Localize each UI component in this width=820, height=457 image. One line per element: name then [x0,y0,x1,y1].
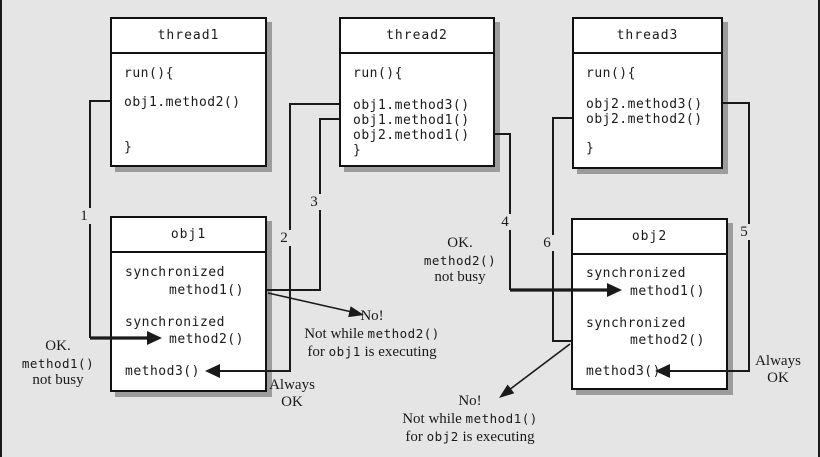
call-label-3: 3 [307,194,321,210]
annotation-line: not busy [32,372,84,388]
obj1-box: obj1 synchronized method1() synchronized… [110,216,267,392]
obj1-method1-modifier: synchronized [125,265,225,280]
annotation-line: OK. [45,338,71,354]
call-1-line [89,100,110,338]
obj2-method2-name: method2() [630,333,705,348]
obj2-box: obj2 synchronized method1() synchronized… [571,218,728,390]
thread3-run-line: run(){ [586,66,636,81]
annotation-line: OK. [447,235,473,251]
obj1-method2-name: method2() [169,332,244,347]
thread3-call-obj2-method3: obj2.method3() [586,97,703,112]
refusal-arrow-obj2-head [499,384,515,398]
thread3-box: thread3 run(){ obj2.method3() obj2.metho… [572,17,723,169]
thread3-call-obj2-method2: obj2.method2() [586,112,703,127]
obj2-title: obj2 [573,220,726,255]
thread2-call-obj2-method1: obj2.method1() [353,128,470,143]
refusal-arrow-obj1-head [348,306,364,318]
obj1-title: obj1 [112,218,265,253]
annotation-no-obj1: No! Not while method2() for obj1 is exec… [277,308,467,361]
annotation-always-ok-obj2: Always OK [747,353,809,387]
annotation-ok-method1-not-busy: OK. method1() not busy [8,338,108,389]
call-2-arrowhead [205,364,220,378]
annotation-code: method2() [423,253,497,268]
annotation-no-obj2: No! Not while method1() for obj2 is exec… [375,393,565,446]
page-right-border [818,0,820,457]
annotation-line: for obj1 is executing [307,344,437,360]
annotation-line: Not while method1() [402,411,538,427]
thread2-call-obj1-method3: obj1.method3() [353,98,470,113]
obj1-method1-name: method1() [169,283,244,298]
call-label-4: 4 [498,214,512,230]
obj2-method1-modifier: synchronized [586,266,686,281]
thread2-title: thread2 [341,19,493,54]
obj2-method3-name: method3() [586,364,661,379]
thread1-close-brace: } [124,140,133,155]
call-label-6: 6 [540,235,554,251]
annotation-code: method1() [21,356,95,371]
call-3-line [267,118,339,291]
refusal-arrow-obj2-shaft [508,343,571,391]
annotation-line: No! [360,308,384,324]
annotation-ok-method2-not-busy: OK. method2() not busy [405,235,515,286]
call-label-2: 2 [277,230,291,246]
thread1-call-obj1-method2: obj1.method2() [124,95,241,110]
annotation-line: for obj2 is executing [405,429,535,445]
thread2-box: thread2 run(){ obj1.method3() obj1.metho… [339,17,495,167]
thread1-box: thread1 run(){ obj1.method2() } [110,17,267,167]
thread2-call-obj1-method1: obj1.method1() [353,113,470,128]
call-5-arrowhead [655,364,670,378]
annotation-line: Not while method2() [304,326,440,342]
thread3-title: thread3 [574,19,721,54]
obj1-method3-name: method3() [125,364,200,379]
thread1-title: thread1 [112,19,265,54]
annotation-line: OK [767,370,789,386]
refusal-arrow-obj1-shaft [267,292,353,313]
annotation-line: not busy [434,269,486,285]
call-label-1: 1 [77,208,91,224]
page-left-border [0,0,2,457]
annotation-line: No! [458,393,482,409]
obj1-method2-modifier: synchronized [125,315,225,330]
obj2-method1-name: method1() [630,284,705,299]
call-4-arrowhead [607,283,622,297]
annotation-line: OK [281,394,303,410]
thread2-run-line: run(){ [353,66,403,81]
thread2-close-brace: } [353,143,362,158]
thread3-close-brace: } [586,141,595,156]
thread1-run-line: run(){ [124,66,174,81]
call-6-line [552,117,572,342]
annotation-line: Always [269,377,315,393]
call-1-arrowhead [147,331,162,345]
call-4-line [495,133,511,290]
obj2-method2-modifier: synchronized [586,316,686,331]
call-label-5: 5 [737,224,751,240]
annotation-line: Always [755,353,801,369]
annotation-always-ok-obj1: Always OK [262,377,322,411]
